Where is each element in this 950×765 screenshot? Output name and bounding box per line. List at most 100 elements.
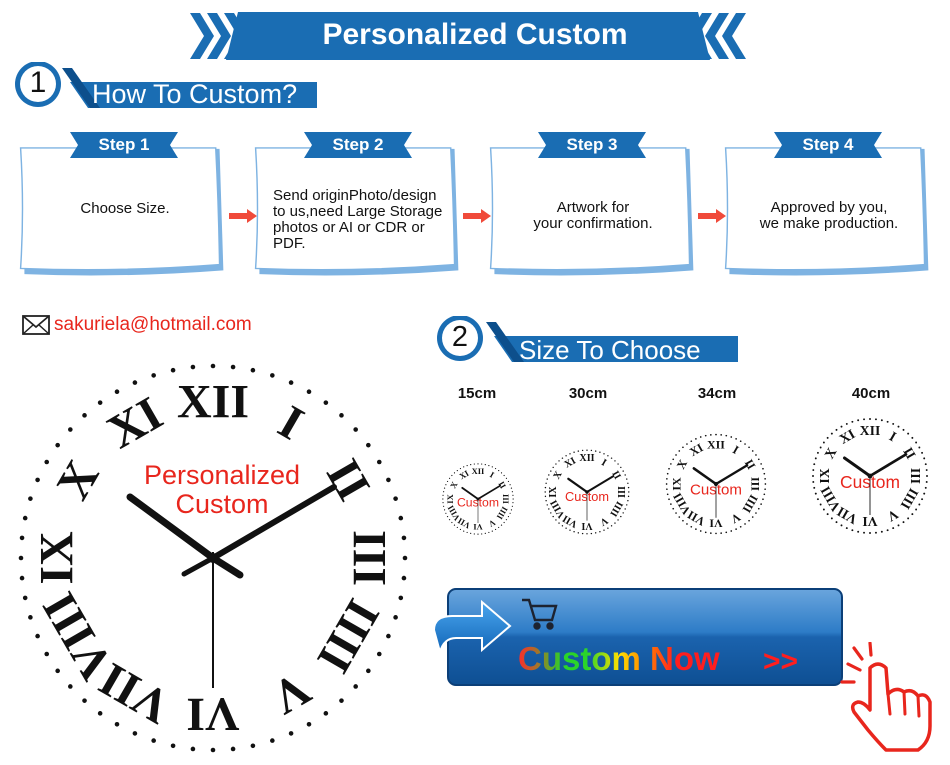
clock-minute-dot — [764, 478, 766, 480]
clock-minute-dot — [666, 472, 669, 475]
clock-minute-dot — [558, 522, 560, 524]
size-label-40cm[interactable]: 40cm — [851, 385, 891, 402]
clock-minute-dot — [569, 453, 571, 455]
clock-minute-dot — [451, 521, 453, 524]
clock-minute-dot — [573, 531, 575, 533]
clock-minute-dot — [720, 434, 722, 436]
clock-minute-dot — [190, 364, 196, 370]
clock-minute-dot — [816, 498, 819, 501]
clock-minute-dot — [869, 532, 871, 534]
clock-minute-dot — [97, 711, 103, 716]
clock-minute-dot — [230, 746, 236, 752]
clock-minute-dot — [812, 469, 815, 472]
clock-numeral: XI — [687, 440, 706, 459]
clock-minute-dot — [550, 470, 552, 472]
clock-minute-dot — [880, 419, 883, 422]
section-2-number: 2 — [451, 321, 469, 353]
clock-minute-dot — [114, 721, 120, 727]
clock-minute-dot — [822, 441, 825, 444]
clock-center-cap — [867, 473, 873, 479]
clock-hour-hand — [868, 453, 908, 478]
clock-minute-dots — [544, 449, 630, 535]
top-banner — [190, 12, 746, 60]
clock-minute-dot — [757, 458, 760, 461]
clock-minute-dot — [819, 503, 822, 506]
clock-minute-dot — [627, 499, 629, 502]
clock-minute-dot — [751, 450, 754, 452]
clock-minute-dot — [35, 477, 40, 483]
clock-minute-dot — [55, 668, 60, 674]
clock-minute-dot — [886, 529, 889, 532]
size-label-30cm[interactable]: 30cm — [568, 385, 608, 402]
email-link[interactable]: sakuriela@hotmail.com — [54, 314, 252, 335]
clock-minute-dot — [386, 633, 391, 639]
step-tab-2: Step 2 — [304, 132, 412, 158]
clock-minute-dot — [151, 373, 156, 378]
clock-minute-dot — [510, 509, 513, 511]
clock-minute-dot — [627, 486, 630, 489]
clock-numeral: XI — [563, 455, 578, 470]
clock-numeral: II — [316, 451, 381, 510]
clock-minute-dot — [491, 466, 493, 468]
clock-minute-dot — [550, 512, 552, 514]
clock-minute-dot — [22, 595, 28, 601]
clock-minute-dot — [715, 532, 717, 535]
step-card-4 — [724, 147, 929, 276]
clock-numeral: IX — [445, 493, 455, 503]
section-2-header — [437, 316, 738, 362]
clock-numeral: III — [908, 468, 923, 484]
arrow-right-icon — [229, 209, 257, 223]
clock-minute-hand — [567, 477, 589, 494]
clock-minute-dot — [830, 517, 833, 520]
clock-minute-dot — [565, 527, 567, 529]
clock-minute-dot — [594, 532, 597, 534]
clock-numeral: XII — [860, 423, 881, 438]
clock-minute-dot — [607, 455, 609, 457]
clock-minute-dot — [500, 472, 503, 474]
clock-minute-dot — [507, 480, 510, 483]
clock-numeral: XII — [177, 376, 249, 429]
clock-minute-dot — [44, 651, 50, 657]
clock-minute-dot — [250, 367, 256, 373]
clock-minute-dot — [19, 535, 25, 541]
clock-minute-dot — [494, 467, 497, 470]
clock-minute-dot — [814, 457, 817, 460]
clock-minute-dot — [28, 615, 33, 620]
clock-minute-dot — [892, 527, 895, 530]
clock-minute-dot — [19, 575, 25, 581]
clock-minute-dot — [250, 743, 256, 749]
clock-minute-dot — [488, 531, 490, 534]
clock-minute-dot — [814, 492, 817, 495]
step-card-2 — [254, 147, 459, 276]
clock-minute-dot — [666, 488, 668, 490]
custom-now-button[interactable]: Custom Now >> — [448, 589, 842, 685]
clock-minute-dot — [443, 487, 446, 489]
clock-minute-dot — [675, 512, 677, 514]
clock-minute-dot — [845, 422, 848, 425]
clock-minute-dot — [926, 475, 928, 477]
size-label-15cm[interactable]: 15cm — [457, 385, 497, 402]
step-tab-3: Step 3 — [538, 132, 646, 158]
clock-minute-dot — [710, 434, 712, 436]
clock-minute-dot — [822, 508, 825, 511]
clock-minute-dot — [851, 529, 854, 532]
cta-arrows: >> — [763, 645, 799, 678]
clock-minute-dot — [270, 738, 275, 743]
clock-minute-hand — [692, 467, 718, 486]
clock-text-line-1: Personalized — [144, 460, 300, 490]
clock-minute-dot — [813, 463, 816, 466]
clock-minute-dot — [610, 525, 613, 527]
step-card-1 — [19, 147, 224, 276]
clock-minute-dot — [730, 436, 733, 438]
clock-minute-dot — [581, 532, 584, 535]
clock-minute-dot — [755, 512, 757, 514]
clock-minute-dot — [699, 436, 702, 438]
size-label-34cm[interactable]: 34cm — [697, 385, 737, 402]
clock-minute-dot — [730, 530, 733, 532]
clock-center-cap — [476, 497, 480, 501]
clock-minute-dot — [668, 467, 670, 470]
